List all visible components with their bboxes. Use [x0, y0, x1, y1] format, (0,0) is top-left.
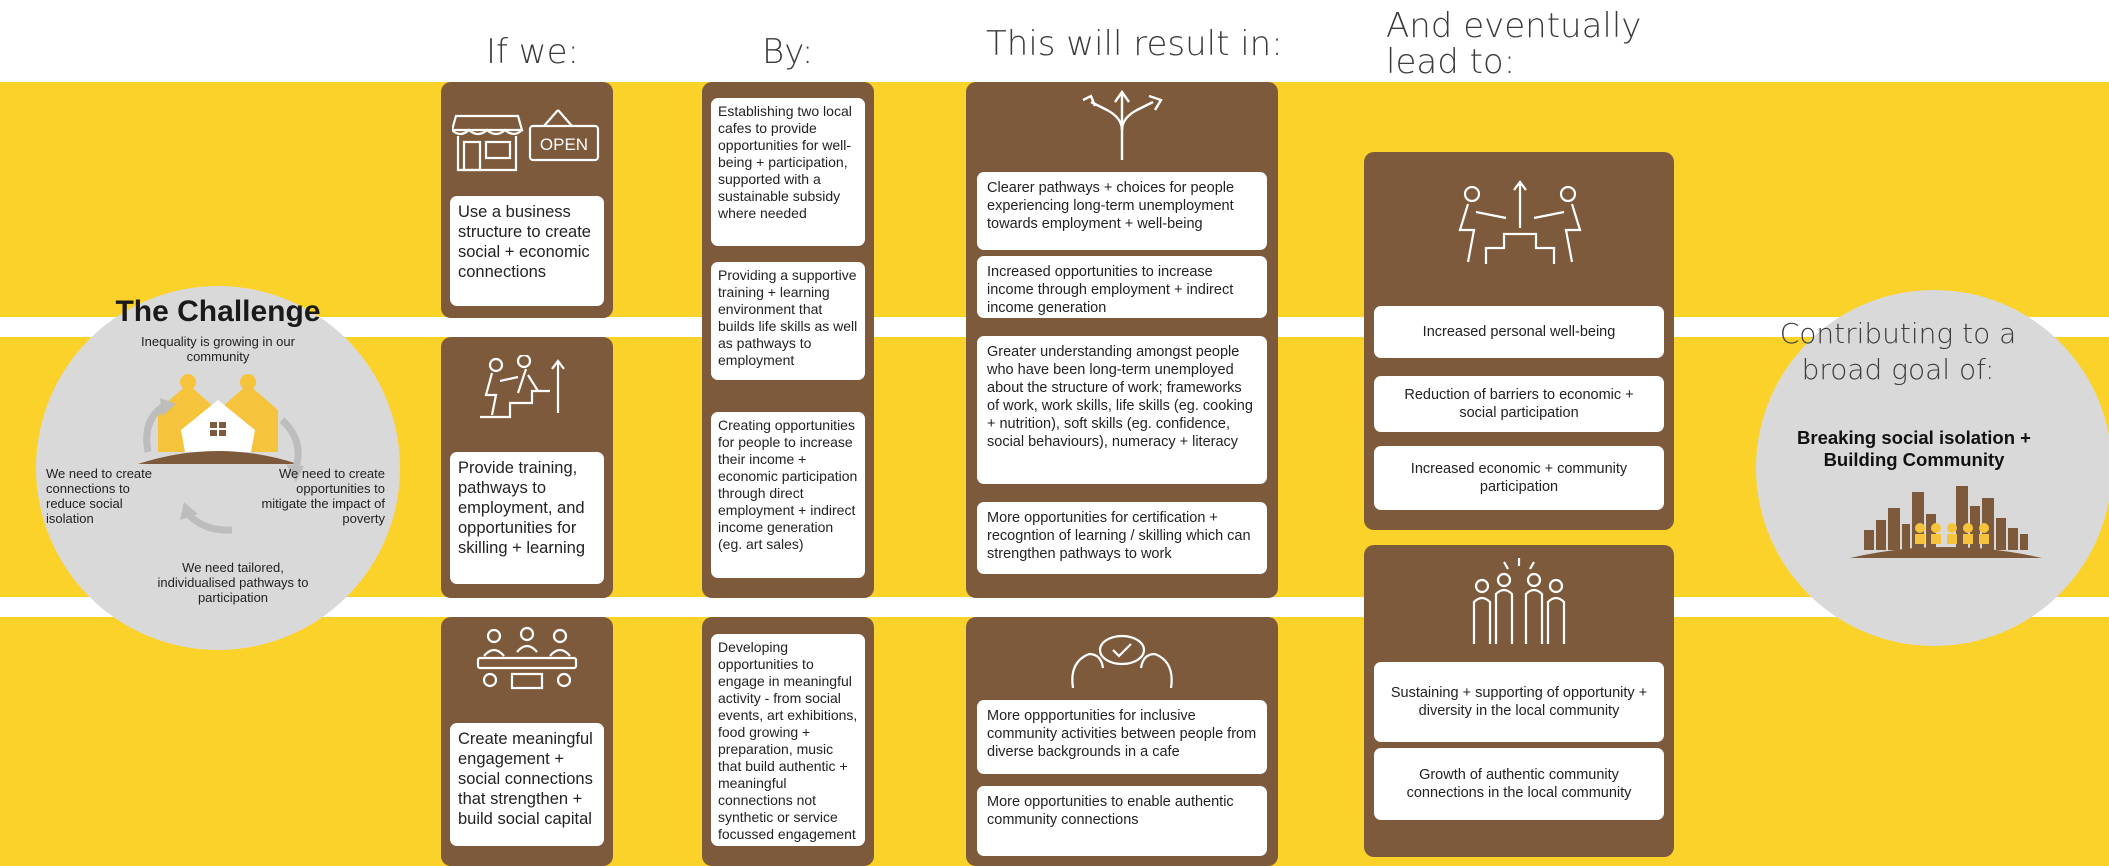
result-card-1: Clearer pathways + choices for people ex…: [977, 172, 1267, 250]
meeting-table-icon: [476, 626, 578, 690]
eventually-card-4: Sustaining + supporting of opportunity +…: [1374, 662, 1664, 742]
open-sign-label: OPEN: [540, 135, 588, 154]
result-card-3: Greater understanding amongst people who…: [977, 336, 1267, 484]
by-card-3: Creating opportunities for people to inc…: [711, 412, 865, 578]
dialogue-heads-icon: [1071, 634, 1173, 689]
shop-open-sign-icon: OPEN: [452, 109, 600, 172]
result-card-5: More oppportunities for inclusive commun…: [977, 700, 1267, 774]
goal-circle: [1756, 290, 2109, 646]
header-by: By:: [762, 32, 814, 72]
diverging-arrows-icon: [1082, 90, 1163, 160]
city-skyline-icon: [1850, 486, 2042, 558]
header-eventually: And eventually lead to:: [1386, 6, 1642, 82]
challenge-poverty: We need to create opportunities to mitig…: [261, 466, 385, 526]
if-we-card-2: Provide training, pathways to employment…: [450, 452, 604, 584]
result-card-2: Increased opportunities to increase inco…: [977, 256, 1267, 318]
challenge-inequality: Inequality is growing in our community: [141, 334, 295, 364]
if-we-card-1: Use a business structure to create socia…: [450, 196, 604, 306]
challenge-title: The Challenge: [115, 295, 321, 328]
goal-text: Breaking social isolation + Building Com…: [1797, 427, 2031, 470]
eventually-card-1: Increased personal well-being: [1374, 306, 1664, 358]
challenge-circle: [36, 286, 400, 650]
goal-heading: Contributing to a broad goal of:: [1779, 317, 2017, 386]
challenge-pathways: We need tailored, individualised pathway…: [157, 560, 309, 605]
by-card-2: Providing a supportive training + learni…: [711, 262, 865, 380]
house-community-icon: [138, 374, 298, 464]
eventually-card-5: Growth of authentic community connection…: [1374, 748, 1664, 820]
eventually-card-3: Increased economic + community participa…: [1374, 446, 1664, 510]
challenge-connections: We need to create connections to reduce …: [46, 466, 152, 526]
by-card-1: Establishing two local cafes to provide …: [711, 98, 865, 246]
helping-hands-steps-icon: [1458, 180, 1582, 264]
result-card-4: More opportunities for certification + r…: [977, 502, 1267, 574]
header-result: This will result in:: [986, 24, 1283, 64]
cycle-arrows-icon: [143, 398, 304, 534]
header-if-we: If we:: [486, 32, 579, 72]
community-group-icon: [1472, 558, 1566, 644]
training-steps-icon: [480, 355, 565, 419]
if-we-card-3: Create meaningful engagement + social co…: [450, 723, 604, 846]
by-card-4: Developing opportunities to engage in me…: [711, 634, 865, 846]
eventually-card-2: Reduction of barriers to economic + soci…: [1374, 376, 1664, 432]
result-card-6: More opportunities to enable authentic c…: [977, 786, 1267, 856]
